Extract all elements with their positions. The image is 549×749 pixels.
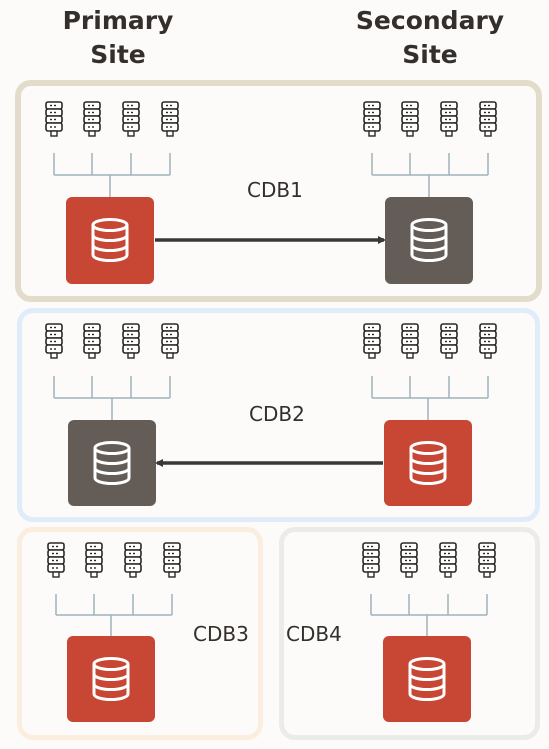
server-icon — [401, 323, 419, 359]
cdb2-primary-connector — [53, 376, 171, 420]
server-icon — [161, 101, 179, 137]
primary-site-header-line1: Primary — [62, 6, 174, 35]
cdb2-secondary-servers — [363, 323, 497, 359]
server-icon — [45, 101, 63, 137]
cdb3-label: CDB3 — [193, 622, 249, 646]
cdb2-secondary-connector — [371, 376, 489, 420]
server-icon — [85, 542, 103, 578]
server-icon — [401, 101, 419, 137]
secondary-site-header-line2: Site — [402, 40, 458, 69]
cdb1-primary-database-icon — [66, 197, 154, 284]
cdb4-secondary-servers — [362, 542, 496, 578]
cdb3-primary-servers — [47, 542, 181, 578]
server-icon — [478, 542, 496, 578]
cdb2-secondary-database-icon — [384, 420, 472, 506]
cdb4-secondary-database-icon — [383, 636, 471, 722]
server-icon — [362, 542, 380, 578]
cdb2-label: CDB2 — [249, 402, 305, 426]
primary-site-header: Primary Site — [43, 4, 193, 72]
server-icon — [83, 101, 101, 137]
server-icon — [163, 542, 181, 578]
server-icon — [161, 323, 179, 359]
server-icon — [400, 542, 418, 578]
cdb3-primary-database-icon — [67, 636, 155, 722]
server-icon — [363, 101, 381, 137]
secondary-site-header-line1: Secondary — [355, 6, 505, 35]
cdb1-label: CDB1 — [247, 178, 303, 202]
cdb1-primary-connector — [53, 153, 171, 197]
server-icon — [479, 323, 497, 359]
server-icon — [440, 101, 458, 137]
server-icon — [124, 542, 142, 578]
server-icon — [122, 323, 140, 359]
server-icon — [363, 323, 381, 359]
cdb1-primary-servers — [45, 101, 179, 137]
cdb2-primary-servers — [45, 323, 179, 359]
cdb2-primary-database-icon — [68, 420, 156, 506]
cdb1-secondary-connector — [371, 153, 489, 197]
cdb3-primary-connector — [55, 594, 173, 636]
cdb4-secondary-connector — [370, 594, 488, 636]
primary-site-header-line2: Site — [90, 40, 146, 69]
server-icon — [479, 101, 497, 137]
secondary-site-header: Secondary Site — [345, 4, 515, 72]
cdb1-secondary-servers — [363, 101, 497, 137]
cdb1-secondary-database-icon — [385, 197, 473, 284]
server-icon — [439, 542, 457, 578]
cdb4-label: CDB4 — [286, 622, 342, 646]
server-icon — [45, 323, 63, 359]
server-icon — [440, 323, 458, 359]
server-icon — [83, 323, 101, 359]
server-icon — [122, 101, 140, 137]
server-icon — [47, 542, 65, 578]
